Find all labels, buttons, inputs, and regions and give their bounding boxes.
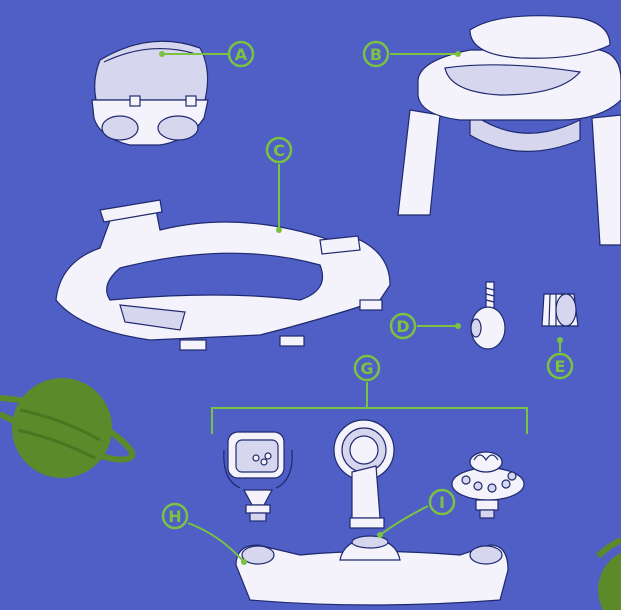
callout-h: H: [163, 504, 187, 528]
callout-e-label: E: [555, 357, 566, 376]
part-a-seat-pad: [92, 41, 208, 145]
callout-i: I: [430, 490, 454, 514]
part-d-caster-wheel: [471, 282, 505, 349]
callout-c: C: [267, 138, 291, 162]
callout-g-label: G: [360, 359, 373, 378]
part-g-rattle-toy: [334, 420, 394, 528]
part-c-base-ring: [56, 200, 390, 350]
callout-h-label: H: [168, 507, 181, 526]
callout-c-label: C: [273, 141, 285, 160]
callout-i-label: I: [439, 493, 445, 512]
callout-e: E: [548, 354, 572, 378]
callout-g: G: [355, 356, 379, 380]
planet-right: [598, 540, 621, 610]
part-e-stopper: [542, 294, 578, 326]
planet-left: [0, 378, 132, 478]
callout-a: A: [229, 42, 253, 66]
part-b-seat-frame: [398, 16, 621, 245]
callout-d: D: [391, 314, 415, 338]
callout-a-label: A: [235, 45, 248, 64]
part-g-mirror-toy: [224, 432, 292, 521]
callout-d-label: D: [396, 317, 409, 336]
callout-b: B: [364, 42, 388, 66]
part-h-toy-tray: [236, 536, 508, 605]
callout-b-label: B: [370, 45, 382, 64]
part-g-bead-toy: [452, 452, 524, 518]
